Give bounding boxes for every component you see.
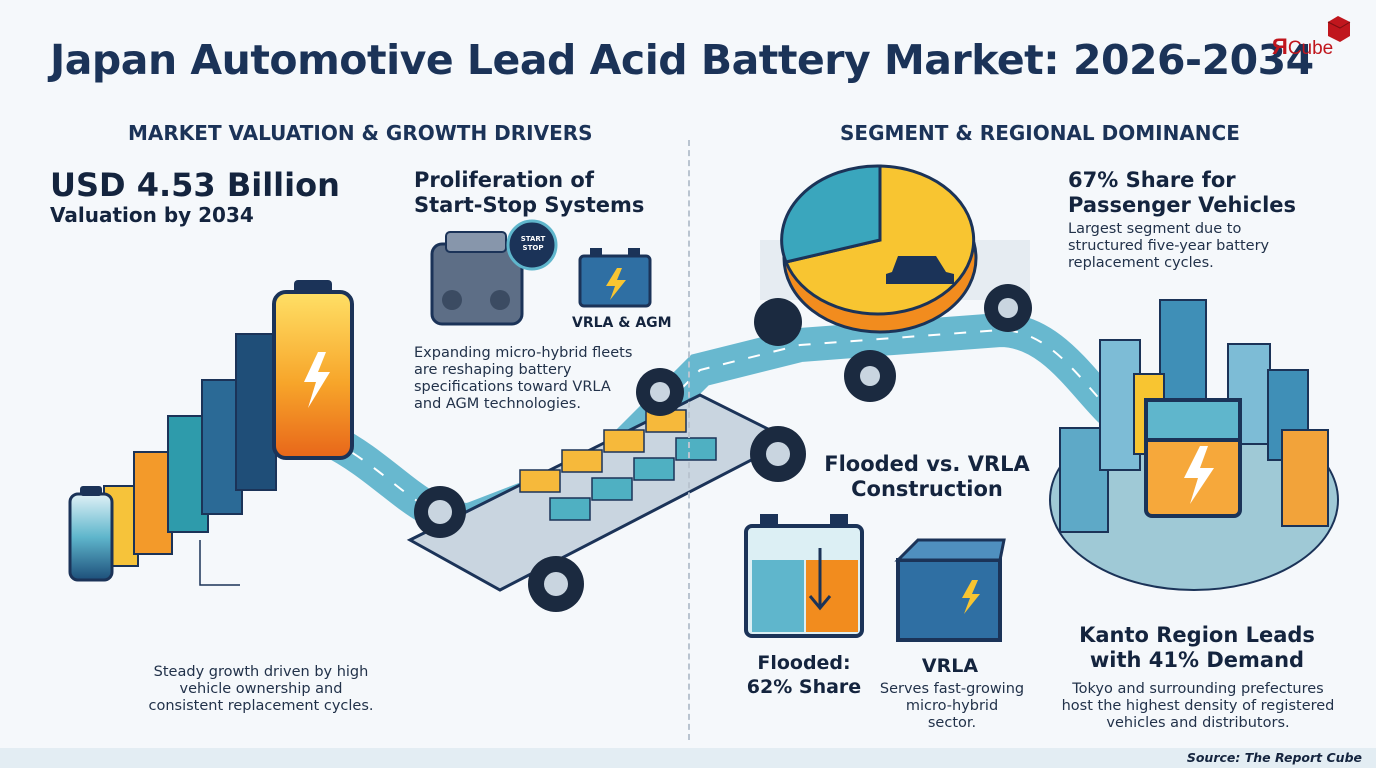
source-credit: Source: The Report Cube [1186, 750, 1362, 765]
kanto-description: Tokyo and surrounding prefectures host t… [1061, 681, 1335, 731]
footer-bar [0, 748, 1376, 768]
passenger-vehicle-pie-chart [754, 164, 1032, 402]
start-stop-title: Proliferation of Start-Stop Systems [414, 168, 645, 217]
vrla-agm-battery-icon [578, 248, 652, 308]
small-battery-icon [68, 486, 114, 582]
flooded-share-label: Flooded: 62% Share [746, 652, 862, 698]
growth-description: Steady growth driven by high vehicle own… [148, 664, 374, 714]
vrla-description: Serves fast-growing micro-hybrid sector. [879, 681, 1025, 731]
growth-bar-chart [103, 333, 277, 586]
logo-text: Cube [1287, 38, 1334, 59]
report-cube-logo: ЯCube [1268, 16, 1354, 60]
vehicle-chassis-illustration [406, 368, 806, 612]
page-title: Japan Automotive Lead Acid Battery Marke… [50, 36, 1314, 84]
valuation-value: USD 4.53 Billion [50, 166, 340, 204]
cube-icon [1327, 16, 1351, 42]
left-section-heading: MARKET VALUATION & GROWTH DRIVERS [128, 121, 593, 145]
start-stop-description: Expanding micro-hybrid fleets are reshap… [414, 345, 633, 412]
section-divider [688, 140, 690, 740]
large-battery-icon [272, 280, 354, 460]
start-stop-button-icon [506, 219, 558, 271]
passenger-share-description: Largest segment due to structured five-y… [1068, 221, 1270, 271]
vrla-label: VRLA [921, 655, 979, 677]
kanto-title: Kanto Region Leads with 41% Demand [1079, 623, 1315, 672]
passenger-share-title: 67% Share for Passenger Vehicles [1068, 168, 1297, 217]
vrla-agm-label: VRLA & AGM [572, 315, 672, 331]
right-section-heading: SEGMENT & REGIONAL DOMINANCE [840, 121, 1240, 145]
kanto-city-illustration [1049, 299, 1339, 591]
flooded-battery-icon [744, 514, 864, 638]
logo-mark: Я [1272, 34, 1288, 59]
valuation-subtitle: Valuation by 2034 [50, 203, 254, 227]
engine-icon [430, 231, 524, 326]
start-stop-badge: START STOP [520, 235, 546, 252]
construction-title: Flooded vs. VRLA Construction [824, 452, 1030, 501]
vrla-battery-icon [894, 538, 1006, 642]
